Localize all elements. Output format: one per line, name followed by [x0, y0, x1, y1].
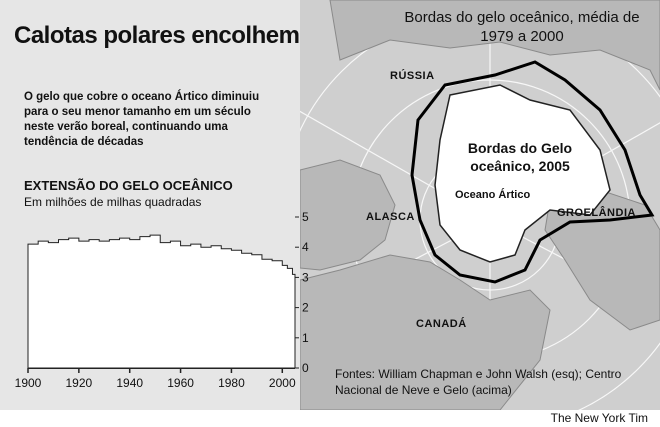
ice-edge-average: [410, 60, 655, 284]
ice-extent-2005: [434, 84, 611, 263]
credit-text: The New York Tim: [550, 411, 648, 425]
alaska-landmass: [300, 159, 396, 271]
chart-title: EXTENSÃO DO GELO OCEÂNICO: [24, 178, 233, 193]
y-tick-label: 5: [302, 210, 309, 224]
ice-extent-chart: 1900 1920 1940 1960 1980 2000 0 1 2 3 4 5: [15, 210, 309, 390]
canada-landmass: [300, 254, 551, 410]
map-panel: [300, 0, 660, 410]
label-alaska: ALASCA: [366, 211, 415, 223]
page-title: Calotas polares encolhem: [14, 22, 300, 49]
x-tick-label: 1920: [66, 376, 93, 390]
ice-extent-area: [27, 234, 296, 369]
greenland-landmass: [544, 189, 660, 331]
y-tick-label: 1: [302, 331, 309, 345]
chart-subtitle: Em milhões de milhas quadradas: [24, 195, 202, 209]
x-tick-label: 1980: [218, 376, 245, 390]
label-canada: CANADÁ: [416, 318, 467, 330]
x-tick-label: 2000: [269, 376, 296, 390]
label-russia: RÚSSIA: [390, 70, 435, 82]
y-tick-label: 3: [302, 270, 309, 284]
arctic-map: [300, 0, 660, 410]
y-tick-label: 2: [302, 301, 309, 315]
y-tick-label: 0: [302, 361, 309, 375]
map-title: Bordas do gelo oceânico, média de 1979 a…: [404, 9, 640, 45]
x-tick-label: 1900: [15, 376, 42, 390]
x-tick-label: 1940: [116, 376, 143, 390]
russia-landmass: [329, 0, 660, 91]
y-tick-label: 4: [302, 240, 309, 254]
label-ice-2005: Bordas do Gelo oceânico, 2005: [467, 140, 573, 174]
description-text: O gelo que cobre o oceano Ártico diminui…: [24, 91, 260, 148]
sources-text: Fontes: William Chapman e John Walsh (es…: [335, 367, 622, 397]
x-tick-label: 1960: [167, 376, 194, 390]
label-arctic-ocean: Oceano Ártico: [455, 189, 531, 201]
label-greenland: GROELÂNDIA: [557, 207, 636, 219]
